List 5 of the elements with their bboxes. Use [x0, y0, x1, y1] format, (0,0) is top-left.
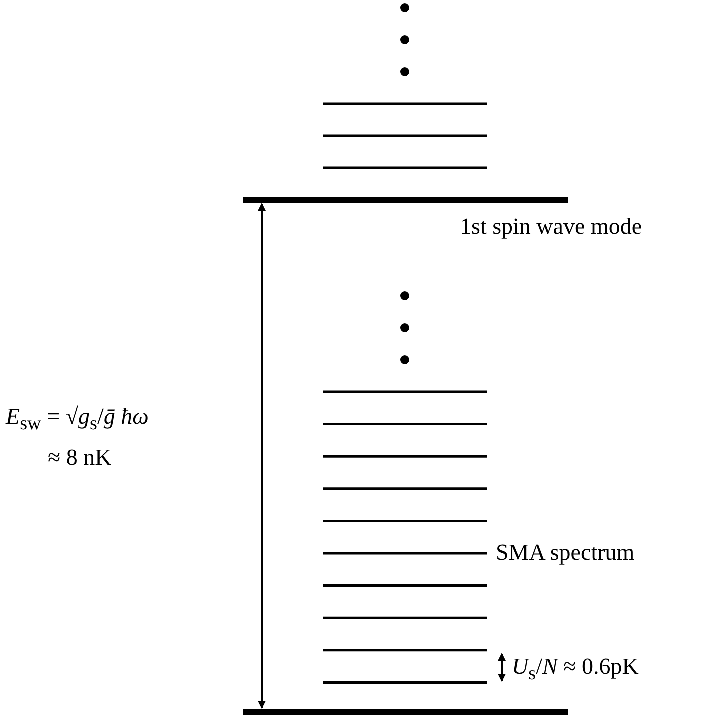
energy-value: ≈ 8 nK — [48, 446, 112, 469]
state-label: 1st spin wave mode — [460, 215, 642, 238]
state-label: SMA spectrum — [496, 541, 635, 564]
energy-formula: E$_{sw}$ = √g$_{s}$/ḡ ħω — [6, 405, 149, 434]
spacing-label: U$_{s}$/N ≈ 0.6pK — [512, 655, 639, 684]
